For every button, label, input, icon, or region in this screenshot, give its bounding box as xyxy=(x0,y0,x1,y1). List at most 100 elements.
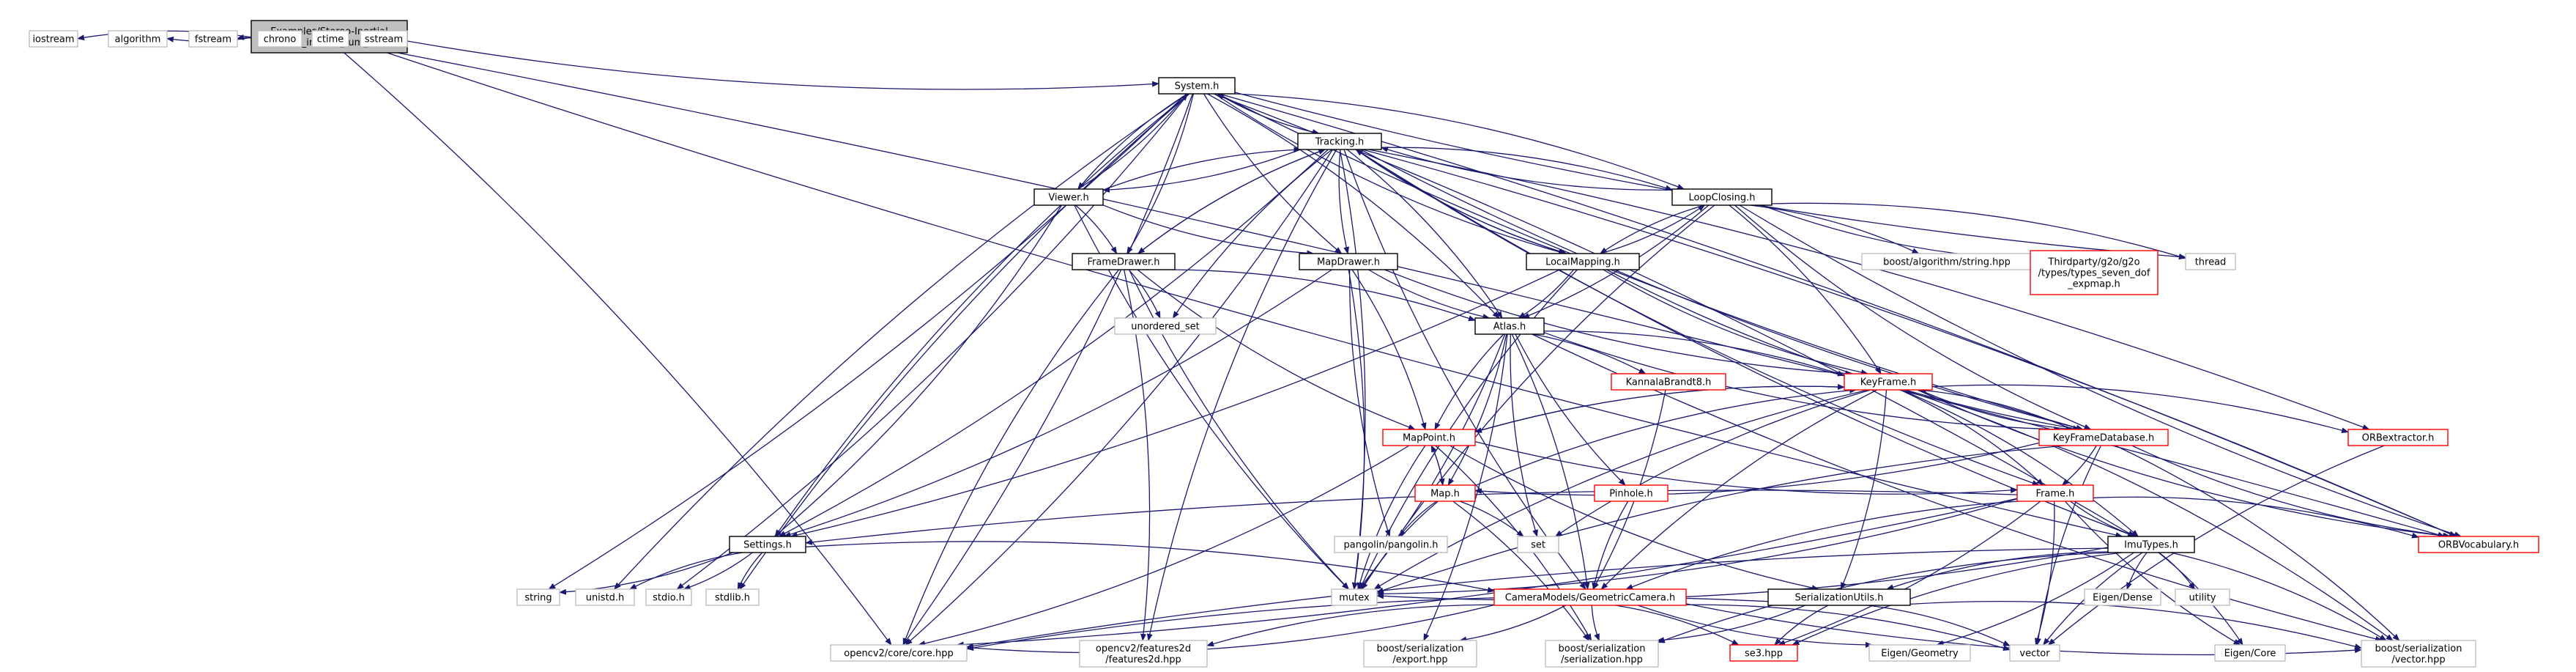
edge-settings-to-unistd xyxy=(629,552,743,590)
node-opencv-f2d: opencv2/features2d/features2d.hpp xyxy=(1079,640,1208,668)
edge-root-to-fstream xyxy=(237,34,252,40)
edge-atlas-to-map xyxy=(1447,333,1507,486)
node-kfdb[interactable]: KeyFrameDatabase.h xyxy=(2038,429,2169,446)
node-localmapping[interactable]: LocalMapping.h xyxy=(1526,253,1640,270)
node-box xyxy=(1079,640,1208,668)
node-orbvocab[interactable]: ORBVocabulary.h xyxy=(2418,536,2539,553)
node-box xyxy=(645,588,692,606)
node-keyframe[interactable]: KeyFrame.h xyxy=(1844,373,1933,391)
node-atlas[interactable]: Atlas.h xyxy=(1474,317,1545,335)
edge-settings-to-camera xyxy=(805,541,1495,593)
edge-viewer-to-settings xyxy=(773,204,1063,537)
node-box xyxy=(1729,644,1798,662)
node-label: Eigen/Geometry xyxy=(1881,649,1959,660)
node-label: KeyFrame.h xyxy=(1860,377,1916,388)
edge-keyframe-to-orbextractor xyxy=(1931,384,2349,434)
node-label: ORBVocabulary.h xyxy=(2438,540,2519,551)
edge-loopclosing-to-kfdb xyxy=(1734,204,2092,430)
node-g2o[interactable]: Thirdparty/g2o/g2o/types/types_seven_dof… xyxy=(2030,250,2159,295)
edge-framedrawer-to-opencv_core xyxy=(902,269,1120,646)
edge-serialization-to-boost_serialization xyxy=(1656,605,1805,643)
node-label: ctime xyxy=(317,34,344,45)
node-stdlib: stdlib.h xyxy=(705,588,760,606)
node-label: algorithm xyxy=(115,34,161,45)
node-label: boost/serialization xyxy=(2375,643,2462,654)
edge-mappoint-to-frame xyxy=(1474,440,2018,495)
edge-tracking-to-atlas xyxy=(1346,149,1503,319)
node-box xyxy=(2009,644,2060,662)
node-box xyxy=(1526,253,1640,270)
edge-tracking-to-localmapping xyxy=(1355,149,1567,255)
node-label: Viewer.h xyxy=(1048,193,1088,204)
node-label: Eigen/Dense xyxy=(2093,593,2153,604)
node-serialization[interactable]: SerializationUtils.h xyxy=(1767,588,1911,606)
node-box xyxy=(1033,188,1104,206)
node-system[interactable]: System.h xyxy=(1158,77,1236,95)
node-se3[interactable]: se3.hpp xyxy=(1729,644,1798,662)
edge-kfdb-to-keyframe xyxy=(1918,387,2073,430)
node-settings[interactable]: Settings.h xyxy=(729,536,806,553)
edge-framedrawer-to-tracking xyxy=(1137,149,1326,254)
node-frame[interactable]: Frame.h xyxy=(2016,484,2094,502)
node-tracking[interactable]: Tracking.h xyxy=(1297,133,1382,150)
edge-imutypes-to-opencv_core xyxy=(966,547,2109,649)
node-box xyxy=(2347,429,2449,446)
edge-camera-to-boost_serialization xyxy=(1591,605,1600,641)
node-label: opencv2/core/core.hpp xyxy=(844,649,954,660)
edge-loopclosing-to-localmapping xyxy=(1599,204,1705,254)
node-label: chrono xyxy=(264,34,297,45)
node-mappoint[interactable]: MapPoint.h xyxy=(1382,429,1476,446)
node-imutypes[interactable]: ImuTypes.h xyxy=(2107,536,2195,553)
edge-localmapping-to-loopclosing xyxy=(1600,204,1706,254)
node-label: Pinhole.h xyxy=(1609,489,1653,500)
edge-kfdb-to-map xyxy=(1474,442,2040,496)
node-label: iostream xyxy=(32,34,74,45)
node-opencv-core: opencv2/core/core.hpp xyxy=(830,644,968,662)
node-camera[interactable]: CameraModels/GeometricCamera.h xyxy=(1493,588,1687,606)
edge-tracking-to-mutex xyxy=(1339,149,1366,590)
node-loopclosing[interactable]: LoopClosing.h xyxy=(1671,188,1773,206)
edge-system-to-localmapping xyxy=(1214,93,1566,255)
edge-loopclosing-to-keyframe xyxy=(1729,204,1882,374)
edge-imutypes-to-se3 xyxy=(1792,552,2123,646)
edge-settings-to-stdlib xyxy=(737,552,763,590)
edge-camera-to-opencv_core xyxy=(966,604,1495,654)
edge-imutypes-to-boost_vector xyxy=(2170,552,2387,641)
node-algorithm: algorithm xyxy=(108,30,168,48)
edge-mappoint-to-keyframe xyxy=(1474,383,1845,433)
edge-keyframe-to-serialization xyxy=(1840,389,1888,590)
edge-map-to-set xyxy=(1459,501,1524,537)
edge-tracking-to-frame xyxy=(1356,149,2040,486)
edge-tracking-to-loopclosing xyxy=(1381,147,1673,191)
edge-loopclosing-to-g2o xyxy=(1762,204,2031,263)
edge-system-to-atlas xyxy=(1206,93,1500,319)
node-map[interactable]: Map.h xyxy=(1414,484,1476,502)
edge-mappoint-to-opencv_core xyxy=(918,445,1410,646)
node-kannala[interactable]: KannalaBrandt8.h xyxy=(1611,373,1726,391)
edge-kfdb-to-boost_vector xyxy=(2115,445,2400,641)
node-box xyxy=(1331,588,1378,606)
node-set: set xyxy=(1517,536,1559,553)
edge-keyframe-to-boost_vector xyxy=(1904,389,2394,641)
node-framedrawer[interactable]: FrameDrawer.h xyxy=(1072,253,1176,270)
node-mapdrawer[interactable]: MapDrawer.h xyxy=(1299,253,1398,270)
edge-atlas-to-keyframe xyxy=(1543,331,1845,377)
edge-orbextractor-to-vector xyxy=(2047,445,2385,646)
node-label: se3.hpp xyxy=(1745,649,1783,660)
node-pinhole[interactable]: Pinhole.h xyxy=(1594,484,1669,502)
node-box xyxy=(1299,253,1398,270)
edge-system-to-opencv_core xyxy=(902,93,1193,646)
node-label: opencv2/features2d xyxy=(1096,643,1191,654)
node-box xyxy=(188,30,238,48)
node-unistd: unistd.h xyxy=(575,588,635,606)
node-label: Frame.h xyxy=(2036,489,2075,500)
node-viewer[interactable]: Viewer.h xyxy=(1033,188,1104,206)
edge-atlas-to-kannala xyxy=(1532,333,1647,374)
edge-camera-to-opencv_f2d xyxy=(1206,604,1526,647)
node-orbextractor[interactable]: ORBextractor.h xyxy=(2347,429,2449,446)
edge-tracking-to-system xyxy=(1217,93,1319,134)
node-box xyxy=(1493,588,1687,606)
edge-settings-to-string xyxy=(559,552,733,595)
node-box xyxy=(29,30,78,48)
